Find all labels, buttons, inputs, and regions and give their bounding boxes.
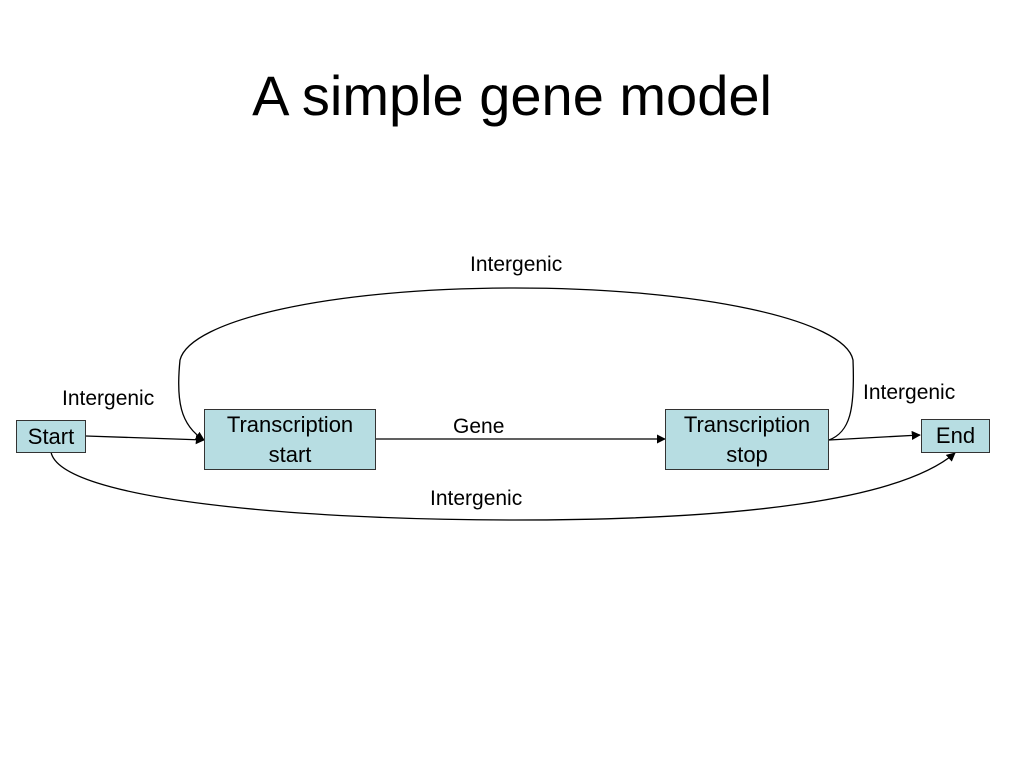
edge-label-loop: Intergenic <box>470 253 563 276</box>
edge-start-to-end <box>50 451 956 521</box>
edge-transcription-stop-to-end <box>828 430 921 441</box>
slide-title: A simple gene model <box>252 64 772 127</box>
edge-label-start-to-end: Intergenic <box>430 487 523 510</box>
edge-transcription-stop-loop-to-start <box>178 287 855 441</box>
edge-start-to-transcription-start <box>85 435 205 445</box>
edge-label-start-to-tstart: Intergenic <box>62 387 155 410</box>
node-transcription-start[interactable]: Transcription start <box>204 409 376 470</box>
node-transcription-stop[interactable]: Transcription stop <box>665 409 829 470</box>
edge-label-gene: Gene <box>453 415 505 438</box>
edge-label-tstop-to-end: Intergenic <box>863 381 956 404</box>
node-end[interactable]: End <box>921 419 990 453</box>
node-start[interactable]: Start <box>16 420 86 453</box>
